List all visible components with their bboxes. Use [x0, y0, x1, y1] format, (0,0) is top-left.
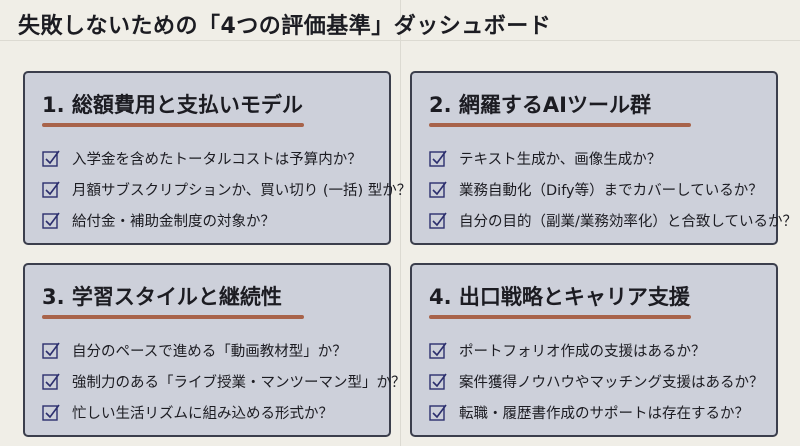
checklist-item-text: 強制力のある「ライブ授業・マンツーマン型」か？ [72, 375, 406, 391]
checklist-item: 給付金・補助金制度の対象か？ [42, 205, 411, 236]
checklist-item: 月額サブスクリプションか、買い切り (一括) 型か？ [42, 174, 411, 205]
card-heading: 2. 網羅するAIツール群 [429, 93, 651, 117]
checklist-item-text: ポートフォリオ作成の支援はあるか？ [459, 344, 706, 360]
checklist-item: 案件獲得ノウハウやマッチング支援はあるか？ [429, 366, 764, 397]
criteria-card-4: 4. 出口戦略とキャリア支援 ポートフォリオ作成の支援はあるか？ 案件獲得ノウハウ… [410, 263, 778, 437]
checklist-item: 転職・履歴書作成のサポートは存在するか？ [429, 397, 764, 428]
checklist-item-text: 忙しい生活リズムに組み込める形式か？ [72, 406, 333, 422]
checklist-item-text: テキスト生成か、画像生成か？ [459, 152, 662, 168]
card-heading: 4. 出口戦略とキャリア支援 [429, 285, 690, 309]
checkbox-checked-icon [429, 342, 447, 359]
checkbox-checked-icon [429, 212, 447, 229]
checklist-item-text: 案件獲得ノウハウやマッチング支援はあるか？ [459, 375, 764, 391]
heading-underline [429, 123, 691, 127]
checklist: テキスト生成か、画像生成か？ 業務自動化（Dify等）までカバーしているか？ 自分の… [429, 143, 797, 236]
checklist-item: テキスト生成か、画像生成か？ [429, 143, 797, 174]
background-grid-line [400, 0, 401, 446]
checklist-item-text: 月額サブスクリプションか、買い切り (一括) 型か？ [72, 183, 412, 199]
checklist-item-text: 自分の目的（副業/業務効率化）と合致しているか？ [459, 214, 797, 230]
checkbox-checked-icon [429, 181, 447, 198]
checklist-item: 自分のペースで進める「動画教材型」か？ [42, 335, 406, 366]
heading-underline [42, 315, 304, 319]
checkbox-checked-icon [429, 373, 447, 390]
checklist-item: 自分の目的（副業/業務効率化）と合致しているか？ [429, 205, 797, 236]
checklist: ポートフォリオ作成の支援はあるか？ 案件獲得ノウハウやマッチング支援はあるか？ 転職… [429, 335, 764, 428]
card-heading: 3. 学習スタイルと継続性 [42, 285, 282, 309]
card-heading: 1. 総額費用と支払いモデル [42, 93, 303, 117]
checklist-item: 入学金を含めたトータルコストは予算内か？ [42, 143, 411, 174]
checkbox-checked-icon [429, 404, 447, 421]
criteria-card-3: 3. 学習スタイルと継続性 自分のペースで進める「動画教材型」か？ 強制力のある「… [23, 263, 406, 437]
checklist-item-text: 給付金・補助金制度の対象か？ [72, 214, 275, 230]
checklist-item: 業務自動化（Dify等）までカバーしているか？ [429, 174, 797, 205]
checklist-item-text: 業務自動化（Dify等）までカバーしているか？ [459, 183, 763, 199]
heading-underline [429, 315, 691, 319]
checkbox-checked-icon [429, 150, 447, 167]
checklist-item-text: 入学金を含めたトータルコストは予算内か？ [72, 152, 362, 168]
checkbox-checked-icon [42, 404, 60, 421]
checkbox-checked-icon [42, 181, 60, 198]
checklist-item-text: 転職・履歴書作成のサポートは存在するか？ [459, 406, 749, 422]
checkbox-checked-icon [42, 150, 60, 167]
checklist: 自分のペースで進める「動画教材型」か？ 強制力のある「ライブ授業・マンツーマン型」… [42, 335, 406, 428]
heading-underline [42, 123, 304, 127]
checklist-item: ポートフォリオ作成の支援はあるか？ [429, 335, 764, 366]
checkbox-checked-icon [42, 342, 60, 359]
checkbox-checked-icon [42, 373, 60, 390]
checklist-item: 強制力のある「ライブ授業・マンツーマン型」か？ [42, 366, 406, 397]
page-title: 失敗しないための「4つの評価基準」ダッシュボード [18, 14, 552, 39]
checklist-item: 忙しい生活リズムに組み込める形式か？ [42, 397, 406, 428]
checkbox-checked-icon [42, 212, 60, 229]
criteria-card-2: 2. 網羅するAIツール群 テキスト生成か、画像生成か？ 業務自動化（Dify等）… [410, 71, 797, 245]
criteria-card-1: 1. 総額費用と支払いモデル 入学金を含めたトータルコストは予算内か？ 月額サブス… [23, 71, 411, 245]
checklist-item-text: 自分のペースで進める「動画教材型」か？ [72, 344, 347, 360]
checklist: 入学金を含めたトータルコストは予算内か？ 月額サブスクリプションか、買い切り (一… [42, 143, 411, 236]
